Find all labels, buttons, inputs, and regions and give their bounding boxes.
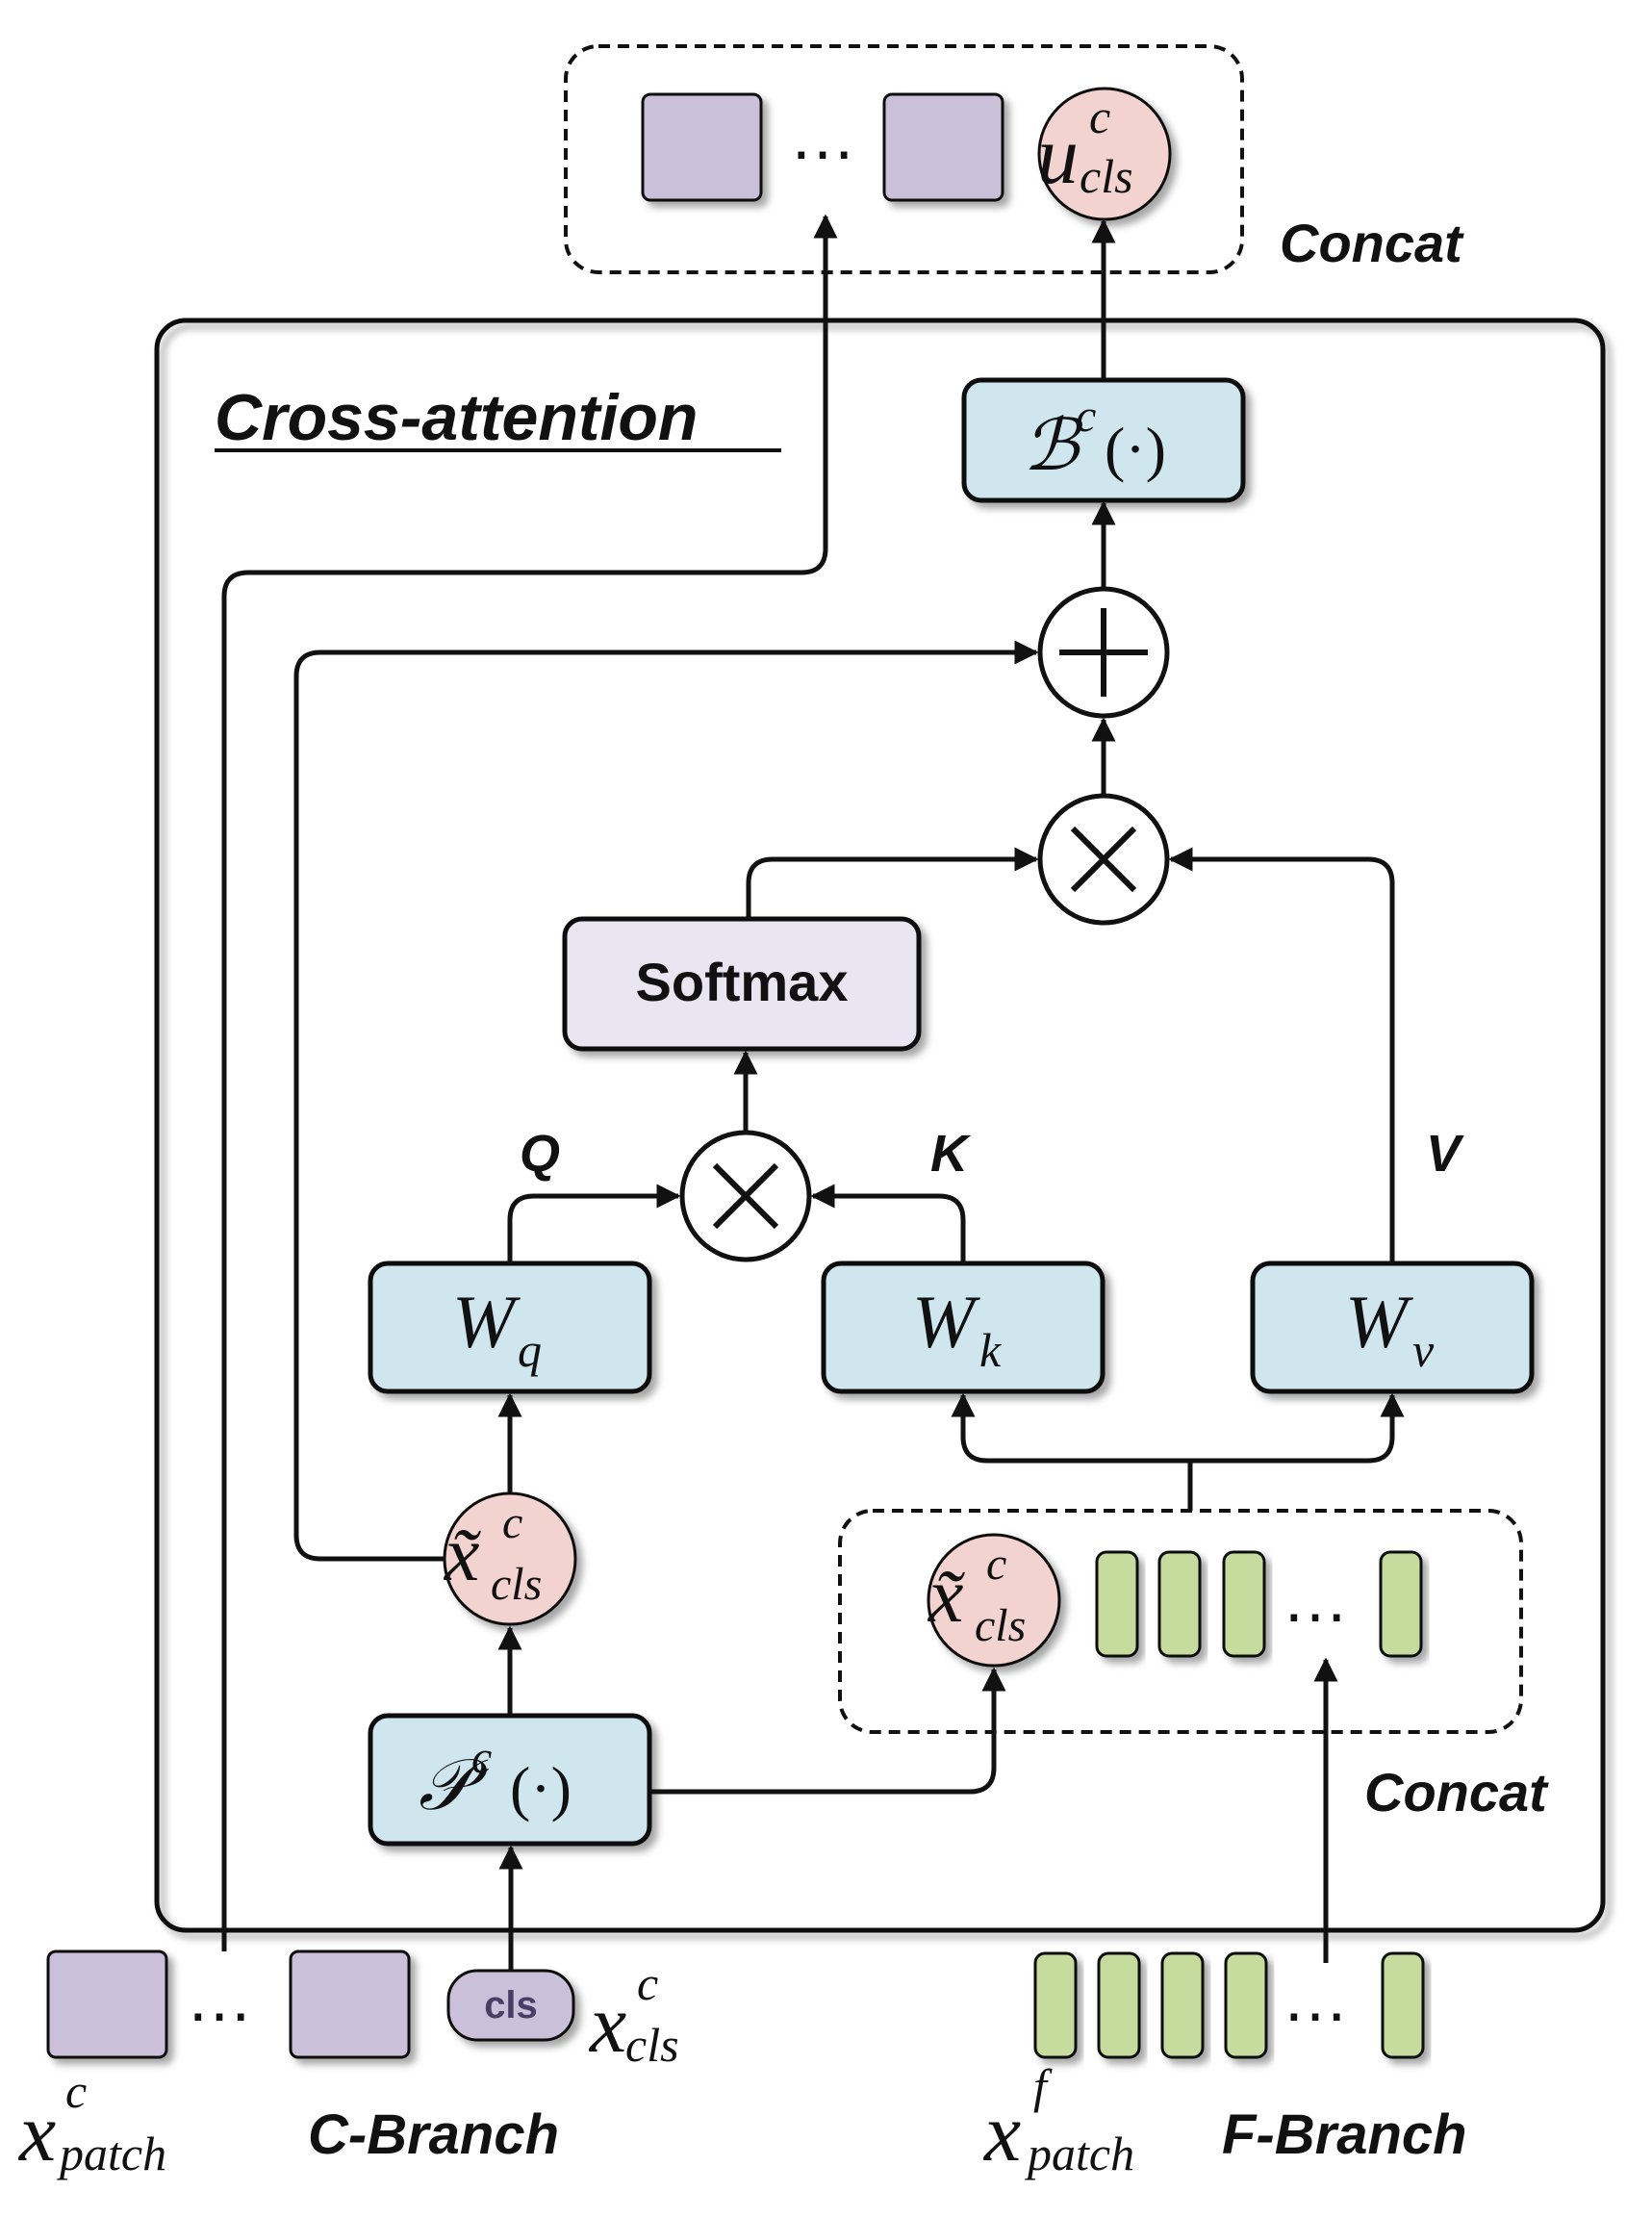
softmax-label: Softmax [636,952,849,1012]
b-projection-block [961,377,1246,503]
concat-x-tilde-cls-label: x̃ c cls [928,1539,1026,1651]
p-to-concat-arrow [649,1667,1006,1795]
wv-label: W v [1345,1280,1435,1377]
svg-text:cls: cls [975,1600,1026,1651]
svg-text:c: c [1076,391,1096,442]
bottom-c-ellipsis: … [186,1960,253,2035]
f-patch-token-4 [1224,1951,1268,2059]
concat-ellipsis: … [1282,1561,1349,1636]
concat-x-tilde-cls-node [927,1533,1061,1668]
f-patch-token-3 [1160,1951,1205,2059]
concat-top-group [564,44,1244,274]
output-patch-token-2 [882,92,1004,202]
svg-text:x: x [17,2086,56,2179]
concat-f-patch-4 [1379,1550,1423,1658]
k-label: K [930,1125,972,1183]
svg-text:ℬ: ℬ [1023,407,1083,486]
q-label: Q [520,1125,560,1183]
svg-text:patch: patch [57,2127,166,2180]
svg-text:W: W [1345,1280,1413,1363]
wk-label: W k [912,1280,1002,1377]
patch-passthrough-arrow [221,214,838,1951]
svg-text:v: v [1412,1323,1435,1377]
residual-arrow [293,640,1039,1562]
svg-text:cls: cls [491,1559,542,1610]
f-patch-token-2 [1097,1951,1141,2059]
svg-text:c: c [471,1732,492,1783]
x-cls-label: x c cls [588,1956,679,2072]
c-patch-token-2 [289,1949,411,2059]
svg-text:c: c [1089,89,1110,143]
wk-to-qk-arrow [810,1184,966,1263]
wv-to-mult-arrow [1168,847,1395,1263]
svg-text:patch: patch [1025,2127,1134,2180]
u-cls-label: u c cls [1037,89,1133,203]
svg-text:(·): (·) [510,1754,572,1822]
svg-text:W: W [912,1280,980,1363]
v-label: V [1426,1125,1464,1183]
b-projection-label: ℬ c (·) [1023,391,1166,486]
x-patch-f-label: x f patch [982,2059,1134,2180]
f-branch-label: F-Branch [1222,2103,1467,2166]
svg-text:x: x [982,2086,1021,2179]
concat-to-wv-arrow [1190,1392,1405,1464]
bottom-f-ellipsis: … [1282,1960,1349,2035]
wq-label: W q [452,1280,542,1377]
svg-text:x: x [588,1977,626,2070]
svg-text:c: c [65,2064,87,2118]
concat-bottom-group [838,1509,1523,1734]
svg-text:c: c [637,1956,658,2010]
svg-text:x̃: x̃ [928,1551,965,1639]
concat-top-label: Concat [1280,213,1464,273]
c-branch-label: C-Branch [308,2103,559,2166]
svg-text:k: k [979,1323,1002,1377]
output-patch-token-1 [641,92,763,202]
svg-text:cls: cls [1080,149,1133,203]
svg-text:q: q [518,1323,542,1377]
svg-text:(·): (·) [1105,415,1166,483]
svg-text:c: c [986,1539,1006,1590]
svg-text:c: c [502,1497,522,1548]
cross-attention-title: Cross-attention [215,381,698,454]
svg-text:W: W [452,1280,521,1363]
concat-to-wk-arrow [951,1392,1190,1464]
cross-attention-frame [154,318,1606,1933]
svg-text:u: u [1037,109,1079,201]
concat-f-patch-1 [1095,1550,1139,1658]
cls-token-label: cls [484,1984,538,2026]
f-patch-token-1 [1033,1951,1078,2059]
svg-text:x̃: x̃ [444,1510,481,1597]
softmax-block [562,916,922,1052]
svg-text:cls: cls [625,2018,679,2072]
connectors [221,214,1405,1971]
c-patch-token-1 [46,1949,168,2059]
wq-to-qk-arrow [507,1184,681,1263]
svg-text:f: f [1033,2059,1053,2113]
softmax-to-mult-arrow [746,847,1039,919]
x-tilde-cls-label: x̃ c cls [444,1497,542,1610]
f-patch-token-5 [1381,1951,1425,2059]
x-patch-c-label: x c patch [17,2064,166,2180]
concat-f-patch-3 [1222,1550,1266,1658]
concat-bottom-label: Concat [1364,1762,1549,1822]
top-ellipsis: … [789,98,856,173]
concat-f-patch-2 [1157,1550,1202,1658]
